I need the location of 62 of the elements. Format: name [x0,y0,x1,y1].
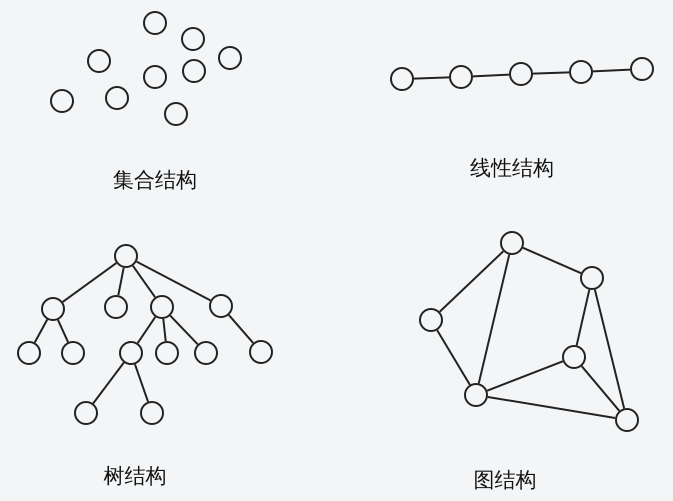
connector-line [162,318,167,342]
node-circle [249,340,273,364]
node-circle [17,341,41,365]
node-circle [209,294,233,318]
connector-line [132,265,156,298]
connector-line [576,289,590,346]
node-circle [218,46,242,70]
node-circle [419,308,443,332]
node-circle [449,65,473,89]
node-circle [580,266,604,290]
structure-caption: 树结构 [104,463,166,490]
node-circle [143,11,167,35]
connector-line [92,362,125,404]
node-circle [143,65,167,89]
structure-caption: 线性结构 [470,155,554,182]
connector-line [478,254,510,384]
connector-line [57,320,69,342]
node-circle [194,341,218,365]
node-circle [181,27,205,51]
node-circle [140,401,164,425]
structure-caption: 集合结构 [113,167,197,194]
node-circle [41,297,65,321]
connector-line [488,396,616,420]
structure-caption: 图结构 [474,467,536,494]
node-circle [155,341,179,365]
connector-line [117,268,125,296]
node-circle [390,67,414,91]
connector-line [532,71,570,75]
connector-line [594,289,626,409]
node-circle [61,341,85,365]
connector-line [486,360,564,392]
connector-line [136,260,211,302]
node-circle [164,102,188,126]
node-circle [105,86,129,110]
node-circle [630,57,654,81]
node-circle [562,345,586,369]
connector-line [580,366,620,412]
node-circle [464,383,488,407]
connector-line [439,250,504,312]
node-circle [150,295,174,319]
node-circle [182,59,206,83]
connector-line [62,262,117,303]
connector-line [472,74,510,78]
connector-line [436,330,471,386]
connector-line [592,68,630,72]
connector-line [170,314,198,346]
node-circle [569,60,593,84]
connector-line [414,76,450,80]
node-circle [615,408,639,432]
node-circle [509,62,533,86]
node-circle [119,341,143,365]
node-circle [87,49,111,73]
connector-line [522,246,582,274]
node-circle [104,295,128,319]
connector-line [34,319,48,343]
connector-line [134,364,149,402]
node-circle [74,401,98,425]
node-circle [114,244,138,268]
node-circle [50,89,74,113]
connector-line [136,316,156,344]
node-circle [500,231,524,255]
connector-line [228,314,254,344]
